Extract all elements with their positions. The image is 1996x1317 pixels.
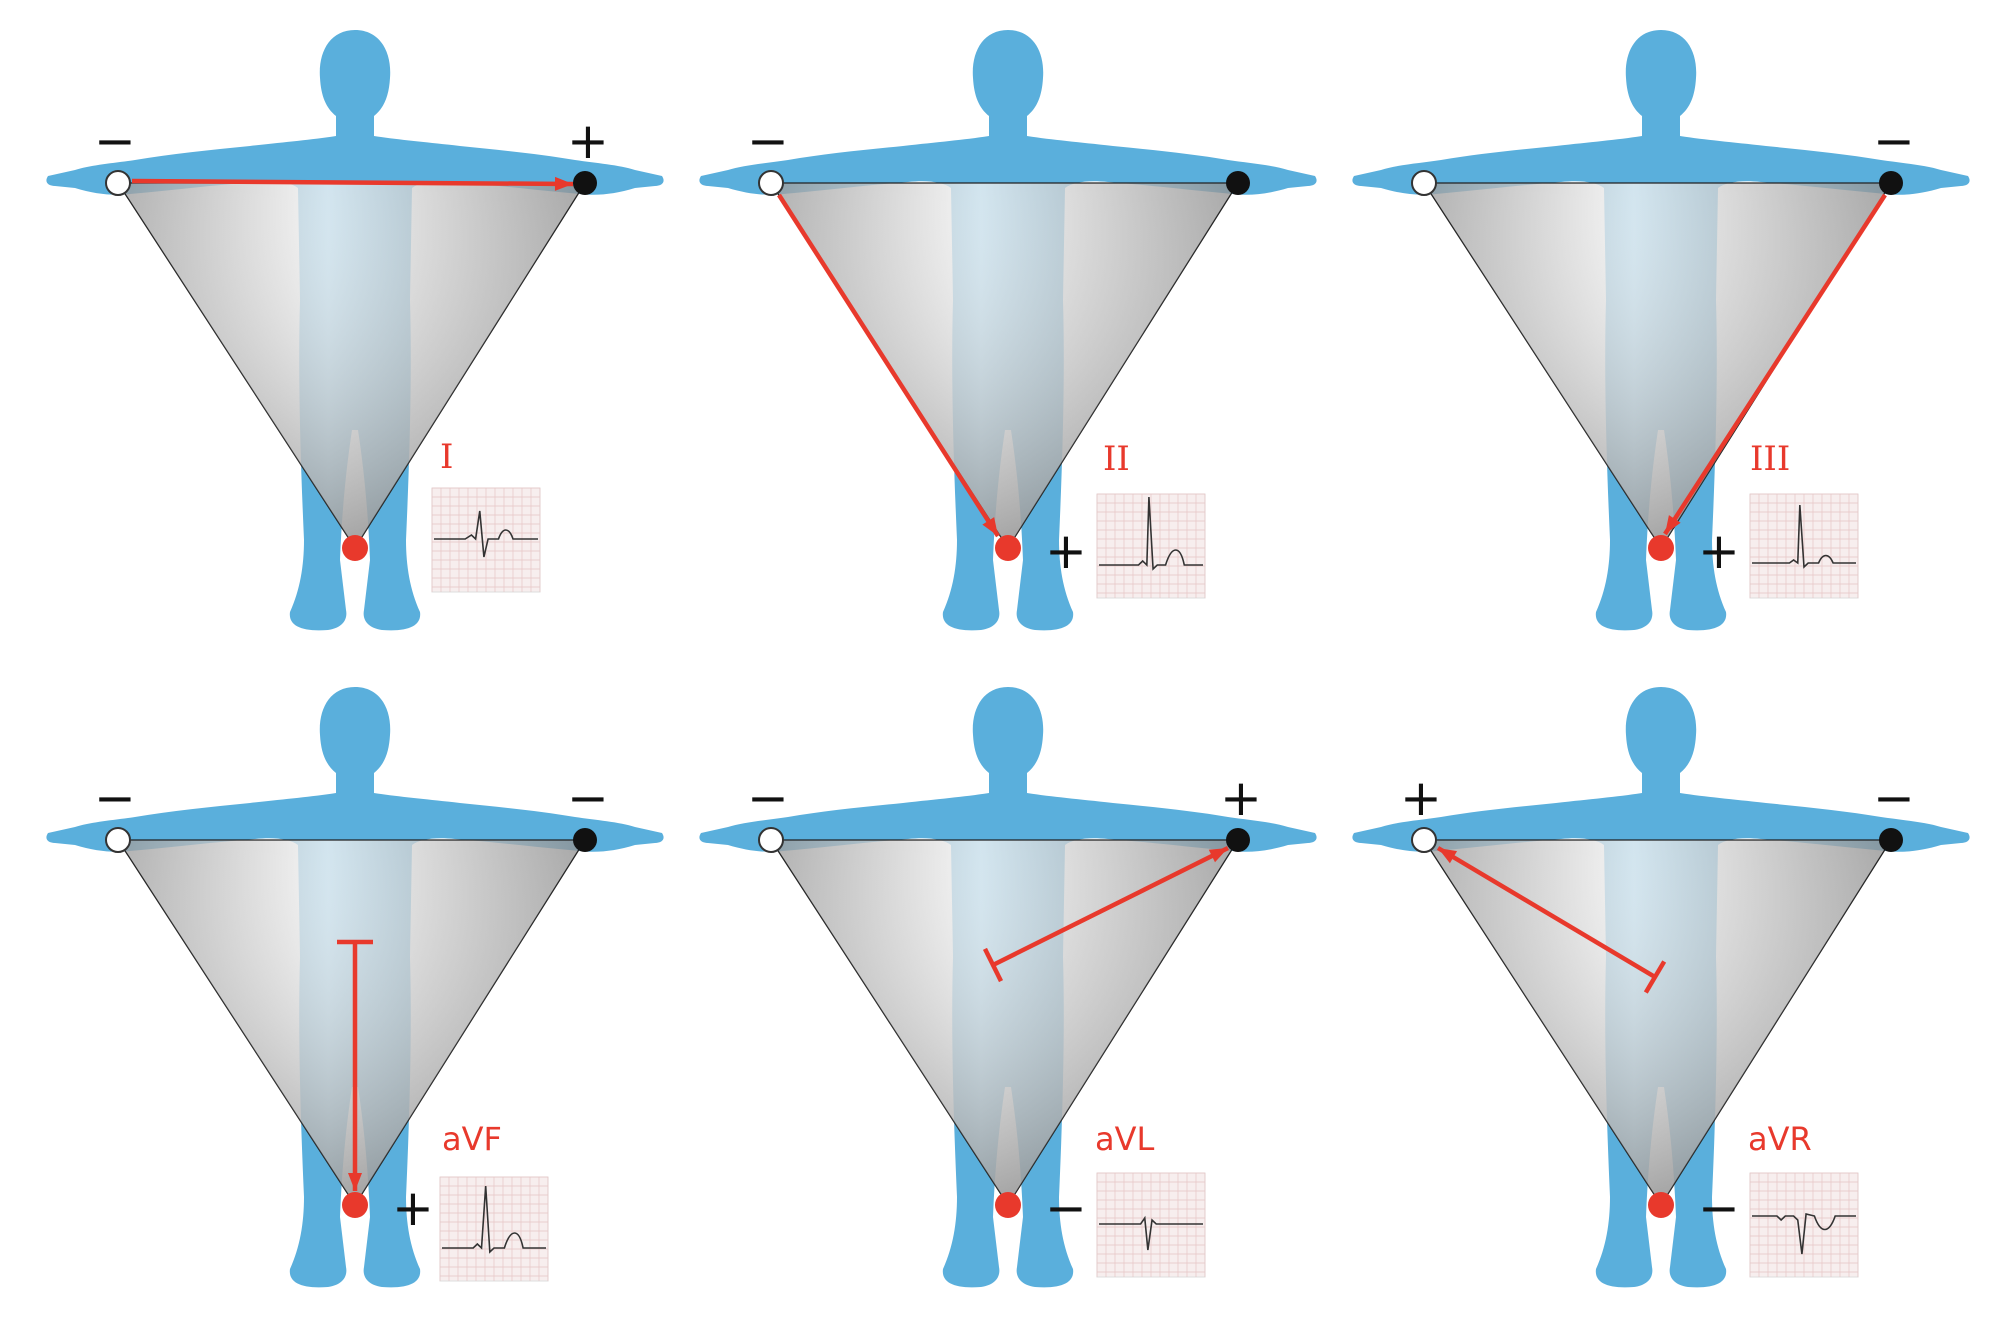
lead-panel-avf: − − +aVF	[0, 657, 664, 1317]
ecg-trace-thumbnail	[431, 487, 541, 593]
polarity-sign-left-leg: +	[1698, 522, 1740, 580]
electrode-left-leg	[342, 535, 368, 561]
electrode-left-arm	[573, 828, 597, 852]
electrode-left-arm	[1879, 171, 1903, 195]
lead-figure: − + I	[46, 30, 664, 631]
polarity-sign-left-arm: −	[1873, 769, 1915, 827]
triangle-shading	[118, 840, 585, 1205]
arrow-head	[982, 517, 998, 536]
lead-panel-i: − + I	[0, 0, 664, 660]
lead-vector-arrow	[1436, 846, 1667, 994]
lead-label: I	[440, 437, 453, 477]
lead-vector-arrow	[131, 176, 574, 191]
ecg-waveform	[442, 1185, 546, 1254]
electrode-left-leg	[1648, 1192, 1674, 1218]
electrode-right-arm	[758, 827, 784, 853]
arrow-head	[554, 176, 573, 191]
arrow-head	[1665, 515, 1681, 534]
electrode-right-arm	[758, 170, 784, 196]
ecg-waveform	[434, 510, 538, 558]
electrode-right-arm	[1411, 827, 1437, 853]
ecg-waveform	[1752, 1213, 1856, 1255]
electrode-left-arm	[573, 171, 597, 195]
ecg-trace-thumbnail	[1096, 493, 1206, 599]
lead-label: aVR	[1748, 1120, 1812, 1158]
triangle-shading	[1424, 183, 1891, 548]
electrode-left-arm	[1879, 828, 1903, 852]
electrode-left-arm	[1226, 828, 1250, 852]
polarity-sign-left-arm: +	[1220, 769, 1262, 827]
lead-figure: −+−aVL	[699, 687, 1317, 1288]
triangle-shading	[118, 183, 585, 548]
polarity-sign-left-arm: −	[567, 769, 609, 827]
lead-panel-avl: −+−aVL	[653, 657, 1317, 1317]
polarity-sign-right-arm: −	[747, 112, 789, 170]
electrode-left-leg	[1648, 535, 1674, 561]
ecg-trace-thumbnail	[1096, 1172, 1206, 1278]
ecg-trace-thumbnail	[1749, 493, 1859, 599]
electrode-right-arm	[105, 827, 131, 853]
polarity-sign-left-leg: +	[392, 1179, 434, 1237]
electrode-left-leg	[995, 1192, 1021, 1218]
lead-panel-ii: − + II	[653, 0, 1317, 660]
polarity-sign-left-leg: −	[1698, 1179, 1740, 1237]
polarity-sign-left-arm: −	[1873, 112, 1915, 170]
lead-label: III	[1750, 439, 1790, 479]
ecg-trace-thumbnail	[439, 1176, 549, 1282]
triangle-shading	[1424, 840, 1891, 1205]
lead-figure: +−−aVR	[1352, 687, 1970, 1288]
lead-panel-iii: − + III	[1306, 0, 1970, 660]
arrow-head	[1208, 848, 1228, 863]
electrode-left-leg	[342, 1192, 368, 1218]
lead-vector-arrow	[982, 845, 1230, 983]
ecg-trace-thumbnail	[1749, 1172, 1859, 1278]
electrode-left-leg	[995, 535, 1021, 561]
lead-figure: − + III	[1352, 30, 1970, 631]
ecg-waveform	[1099, 496, 1203, 571]
arrow-tail-bar	[1643, 960, 1667, 994]
lead-figure: − − +aVF	[46, 687, 664, 1288]
polarity-sign-right-arm: +	[1400, 769, 1442, 827]
lead-figure: − + II	[699, 30, 1317, 631]
ecg-waveform	[1752, 504, 1856, 569]
lead-label: aVF	[442, 1120, 502, 1158]
lead-vector-arrow	[1663, 193, 1887, 536]
ecg-waveform	[1099, 1215, 1203, 1251]
polarity-sign-right-arm: −	[747, 769, 789, 827]
polarity-sign-right-arm: −	[94, 769, 136, 827]
triangle-shading	[771, 840, 1238, 1205]
lead-vector-arrow	[337, 939, 373, 1191]
polarity-sign-left-leg: +	[1045, 522, 1087, 580]
polarity-sign-right-arm: −	[94, 112, 136, 170]
polarity-sign-left-leg: −	[1045, 1179, 1087, 1237]
arrow-head	[1438, 848, 1458, 864]
electrode-left-arm	[1226, 171, 1250, 195]
lead-label: II	[1103, 439, 1130, 479]
lead-panel-avr: +−−aVR	[1306, 657, 1970, 1317]
lead-label: aVL	[1095, 1120, 1155, 1158]
electrode-right-arm	[105, 170, 131, 196]
arrow-tail-bar	[982, 947, 1004, 983]
arrow-head	[348, 1173, 362, 1191]
polarity-sign-left-arm: +	[567, 112, 609, 170]
electrode-right-arm	[1411, 170, 1437, 196]
triangle-shading	[771, 183, 1238, 548]
lead-vector-arrow	[777, 193, 1000, 538]
